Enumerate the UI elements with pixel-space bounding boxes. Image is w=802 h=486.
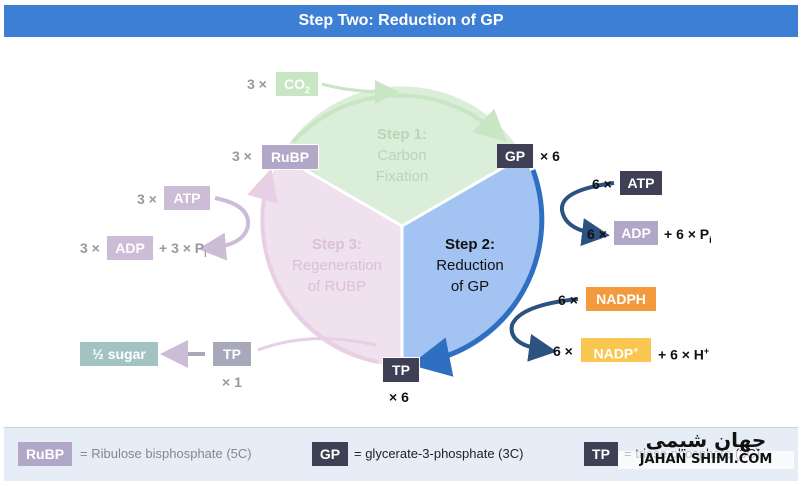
nadp-multiplier: 6 × [553,343,573,359]
gp-box: GP [497,144,533,168]
step2-heading: Step 2: [444,236,495,253]
gp-multiplier: × 6 [540,148,560,164]
tp-left-box: TP [213,342,251,366]
nadp-box: NADP+ [581,338,651,362]
step2-line1: Reduction [436,257,504,274]
arrow-step2-arc [410,169,545,377]
watermark-line2: JAHAN SHIMI.COM [618,451,794,469]
arrow-nadph-nadp [509,297,579,362]
arrow-co2 [321,79,399,104]
adp-right-extra-text: + 6 × P [664,226,710,242]
atp-right-multiplier: 6 × [592,176,612,192]
nadp-superscript: + [633,345,639,355]
arrow-atp-adp-left [198,196,251,261]
adp-left-box: ADP [107,236,153,260]
nadp-label: NADP [593,345,634,362]
adp-right-multiplier: 6 × [587,226,607,242]
step1-sector [281,86,523,226]
nadp-extra-text: + 6 × H [658,346,704,363]
step3-heading: Step 3: [311,236,362,253]
co2-subscript: 2 [304,84,310,95]
tp-multiplier: × 6 [389,389,409,405]
step1-label: Step 1: Carbon Fixation [346,124,458,187]
adp-right-box: ADP [614,221,658,245]
atp-left-box: ATP [164,186,210,210]
adp-left-extra: + 3 × Pi [159,236,207,266]
step2-line2: of GP [450,278,490,295]
rubp-multiplier: 3 × [232,148,252,164]
watermark-line1: جهان شیمی [645,428,767,452]
adp-left-extra-sub: i [204,248,207,259]
arrow-step3-arc [247,168,379,364]
nadp-extra: + 6 × H+ [658,339,709,367]
watermark-logo: جهان شیمی JAHAN SHIMI.COM [618,429,794,475]
nadp-extra-sup: + [703,346,710,356]
legend-gp-text: = glycerate-3-phosphate (3C) [354,446,524,461]
legend-rubp-text: = Ribulose bisphosphate (5C) [80,446,252,461]
step1-line1: Carbon [377,147,427,164]
step1-heading: Step 1: [376,126,427,143]
page-title: Step Two: Reduction of GP [4,5,798,37]
sugar-box: ½ sugar [80,342,158,366]
adp-left-extra-text: + 3 × P [159,240,205,256]
nadph-multiplier: 6 × [558,292,578,308]
adp-left-multiplier: 3 × [80,240,100,256]
nadph-box: NADPH [586,287,656,311]
arrow-tp-out [257,337,377,352]
co2-multiplier: 3 × [247,76,267,92]
tp-box: TP [382,357,420,383]
atp-left-multiplier: 3 × [137,191,157,207]
step3-line1: Regeneration [291,257,383,274]
co2-box: CO2 [276,72,318,96]
step1-line2: Fixation [375,168,429,185]
adp-right-extra-sub: i [709,234,712,245]
arrow-atp-adp-right [559,181,615,246]
legend-tp-box: TP [584,442,618,466]
step3-line2: of RUBP [307,278,367,295]
atp-right-box: ATP [620,171,662,195]
co2-label: CO [283,76,305,92]
adp-right-extra: + 6 × Pi [664,222,712,252]
step3-label: Step 3: Regeneration of RUBP [276,234,398,297]
tp-left-multiplier: × 1 [222,374,242,390]
legend-rubp-box: RuBP [18,442,72,466]
step2-label: Step 2: Reduction of GP [414,234,526,297]
legend-gp-box: GP [312,442,348,466]
rubp-box: RuBP [261,144,319,170]
